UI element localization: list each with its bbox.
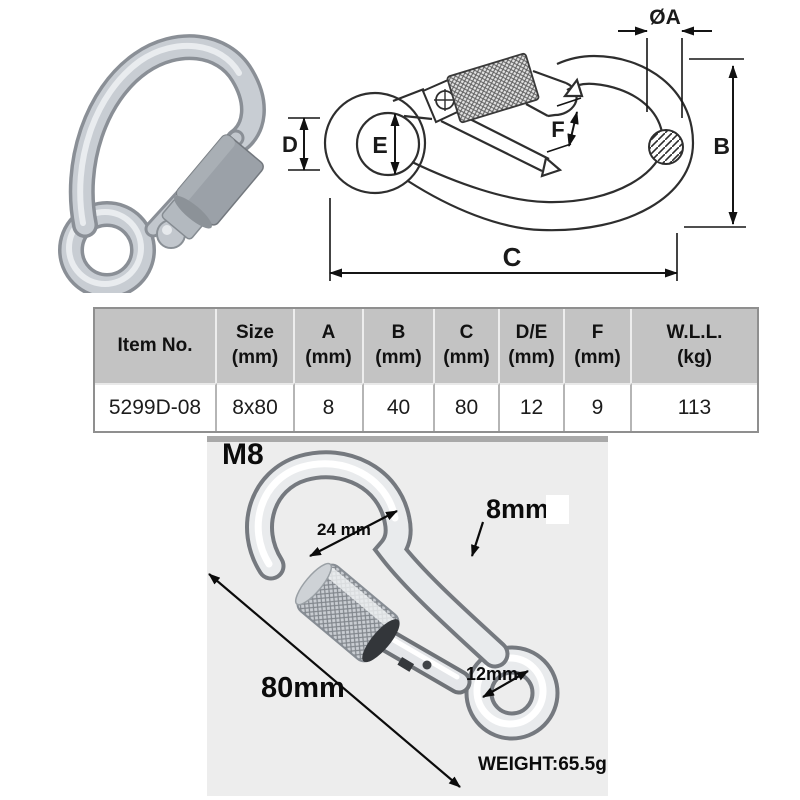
col-c: C(mm) bbox=[435, 309, 500, 383]
wire-diameter-label: 8mm bbox=[486, 494, 550, 524]
cell-b: 40 bbox=[364, 383, 435, 431]
model-label: M8 bbox=[222, 438, 264, 471]
label-f: F bbox=[551, 117, 564, 142]
col-de: D/E(mm) bbox=[500, 309, 565, 383]
label-c: C bbox=[503, 242, 522, 272]
col-size: Size(mm) bbox=[217, 309, 295, 383]
label-e: E bbox=[372, 132, 387, 158]
cell-de: 12 bbox=[500, 383, 565, 431]
cell-item-no: 5299D-08 bbox=[95, 383, 217, 431]
carabiner-outline bbox=[323, 54, 695, 232]
cell-wll: 113 bbox=[632, 383, 757, 431]
dimension-lines bbox=[288, 26, 746, 281]
col-b: B(mm) bbox=[364, 309, 435, 383]
cell-c: 80 bbox=[435, 383, 500, 431]
weight-label: WEIGHT:65.5g bbox=[478, 754, 607, 775]
carabiner-photo-illustration bbox=[58, 34, 266, 299]
white-patch bbox=[546, 495, 569, 524]
cell-size: 8x80 bbox=[217, 383, 295, 431]
col-item-no: Item No. bbox=[95, 309, 217, 383]
spec-table-header-row: Item No. Size(mm) A(mm) B(mm) C(mm) D/E(… bbox=[95, 309, 757, 383]
spec-table: Item No. Size(mm) A(mm) B(mm) C(mm) D/E(… bbox=[93, 307, 759, 433]
product-photo-matte bbox=[25, 3, 295, 299]
cell-a: 8 bbox=[295, 383, 364, 431]
gate-pin bbox=[422, 660, 432, 670]
product-photo-annotated: M8 24 mm 8mm 80mm 12mm WEIGHT:65.5g bbox=[207, 436, 608, 796]
screw-lock-sleeve bbox=[174, 134, 264, 229]
wire-cross-section bbox=[648, 129, 684, 165]
cell-f: 9 bbox=[565, 383, 632, 431]
label-b: B bbox=[713, 133, 730, 159]
col-wll: W.L.L.(kg) bbox=[632, 309, 757, 383]
photo-top-edge bbox=[207, 436, 608, 442]
top-inner-width-label: 24 mm bbox=[317, 520, 371, 539]
screw-sleeve-knurl bbox=[446, 52, 540, 124]
overall-length-label: 80mm bbox=[261, 672, 345, 704]
photo-dimension-arrows bbox=[208, 510, 529, 788]
spec-table-data-row: 5299D-08 8x80 8 40 80 12 9 113 bbox=[95, 383, 757, 431]
bottom-inner-width-label: 12mm bbox=[466, 664, 519, 684]
label-d: D bbox=[282, 132, 298, 157]
label-diameter-a: ØA bbox=[649, 6, 681, 29]
col-a: A(mm) bbox=[295, 309, 364, 383]
col-f: F(mm) bbox=[565, 309, 632, 383]
technical-drawing: ØA B C D E F bbox=[280, 0, 800, 300]
carabiner-chrome-illustration bbox=[208, 450, 560, 788]
